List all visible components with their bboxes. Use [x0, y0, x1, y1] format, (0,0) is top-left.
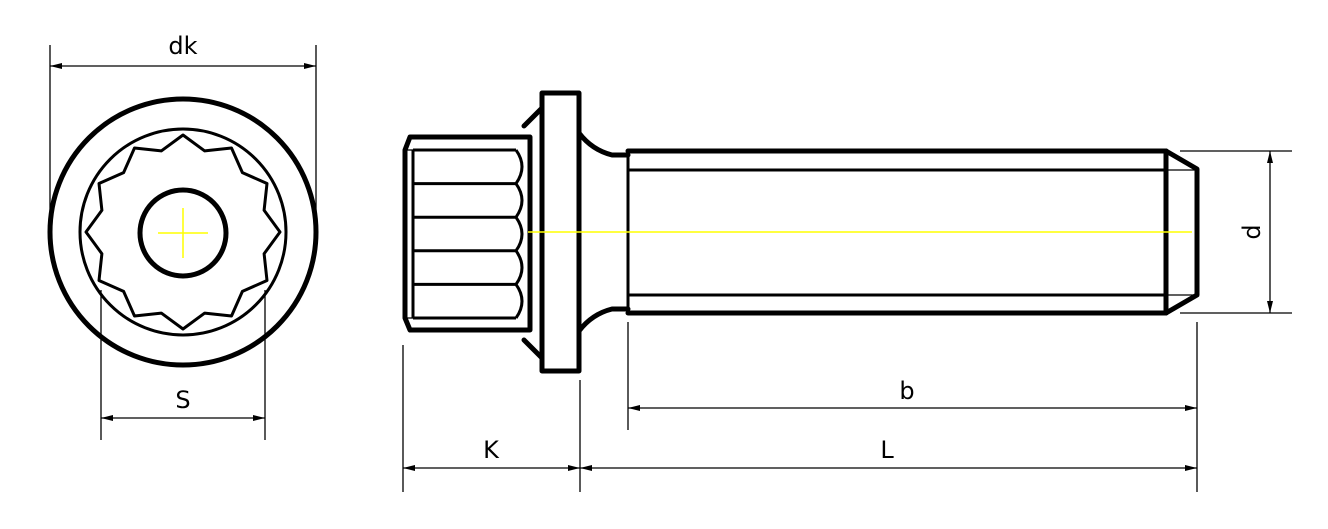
b-label: b: [899, 377, 914, 405]
l-dimension: L: [580, 436, 1197, 471]
d-dimension: d: [1180, 150, 1292, 314]
dk-label: dk: [168, 32, 197, 60]
s-dimension: S: [100, 290, 266, 440]
k-dimension: K: [402, 345, 581, 492]
end-view: [47, 96, 319, 368]
side-view: [402, 90, 1200, 374]
inner-hole-circle: [137, 187, 229, 279]
k-label: K: [483, 436, 500, 464]
bearing-face-circle: [78, 127, 288, 337]
s-label: S: [175, 386, 190, 414]
twelve-point-head-outline: [84, 133, 282, 331]
b-dimension: b: [627, 322, 1198, 492]
centerline-cross: [158, 208, 208, 258]
threaded-shank: [625, 148, 1200, 316]
l-label: L: [880, 436, 894, 464]
neck-fillets: [576, 130, 631, 334]
d-label: d: [1238, 224, 1266, 239]
head-side: [402, 134, 533, 333]
dk-dimension: dk: [49, 32, 317, 232]
